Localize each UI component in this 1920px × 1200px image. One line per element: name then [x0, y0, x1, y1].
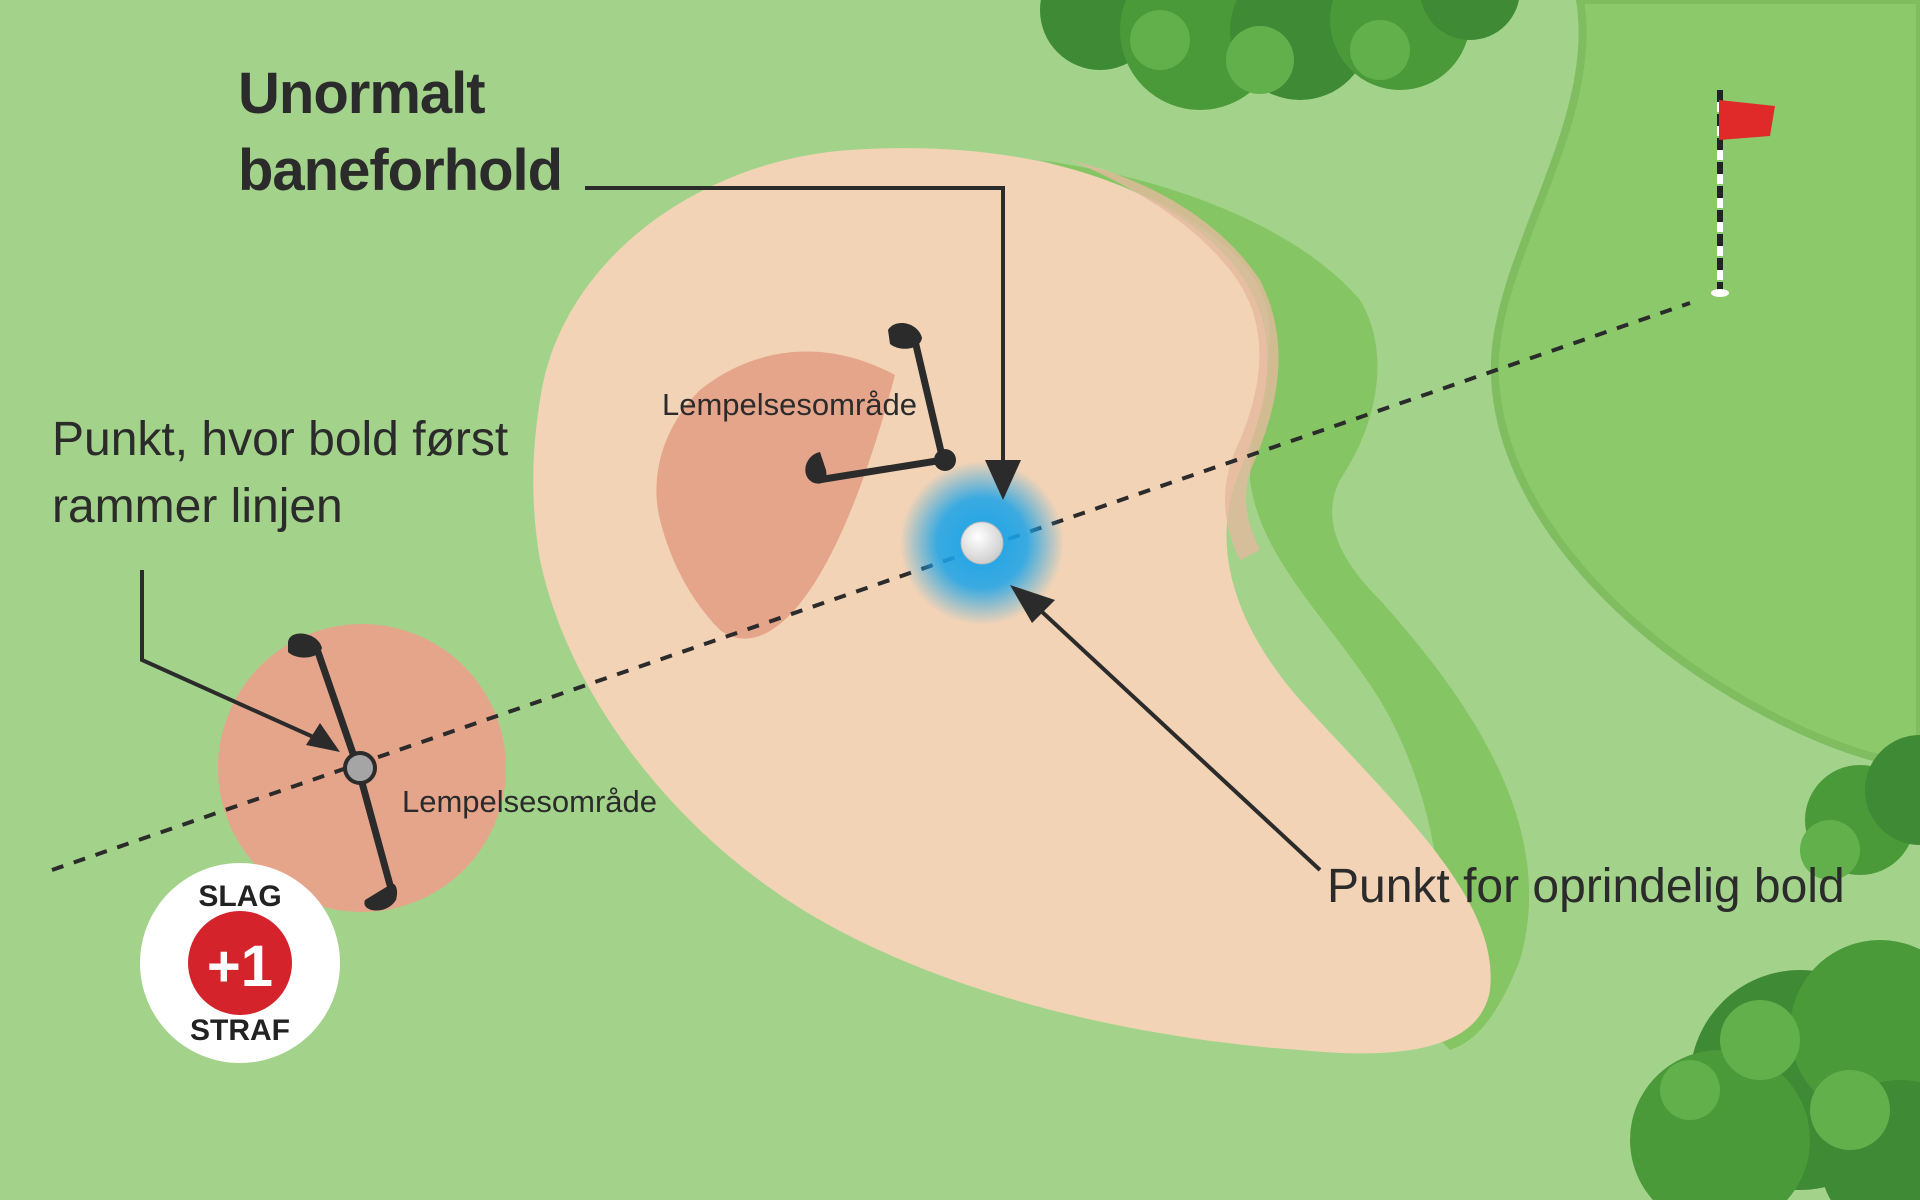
arrow-title	[585, 186, 1021, 500]
original-ball	[960, 521, 1004, 565]
relief-label-lower: Lempelsesområde	[402, 784, 657, 819]
relief-label-upper: Lempelsesområde	[662, 387, 917, 422]
trees-right	[1630, 735, 1920, 1200]
callout-left-line-2: rammer linjen	[52, 480, 343, 533]
callout-left-line-1: Punkt, hvor bold først	[52, 413, 508, 466]
club-icon-upper	[805, 323, 956, 484]
callout-right: Punkt for oprindelig bold	[1327, 860, 1845, 913]
arrow-right-callout	[1010, 585, 1322, 872]
title-line-1: Unormalt	[238, 61, 485, 126]
penalty-badge: +1 SLAG STRAF	[140, 863, 340, 1063]
relief-area-upper	[656, 351, 895, 639]
penalty-bottom: STRAF	[190, 1014, 290, 1047]
line-crossing-point	[343, 751, 377, 785]
trees-top	[1040, 0, 1519, 110]
club-icon-lower	[288, 633, 398, 911]
penalty-top: SLAG	[198, 880, 281, 913]
flag-icon	[1711, 90, 1775, 297]
arrow-left-callout	[140, 570, 340, 752]
putting-green	[1490, 0, 1920, 770]
bunker-shadow	[1070, 160, 1279, 560]
title-line-2: baneforhold	[238, 138, 562, 203]
penalty-value: +1	[207, 934, 273, 999]
